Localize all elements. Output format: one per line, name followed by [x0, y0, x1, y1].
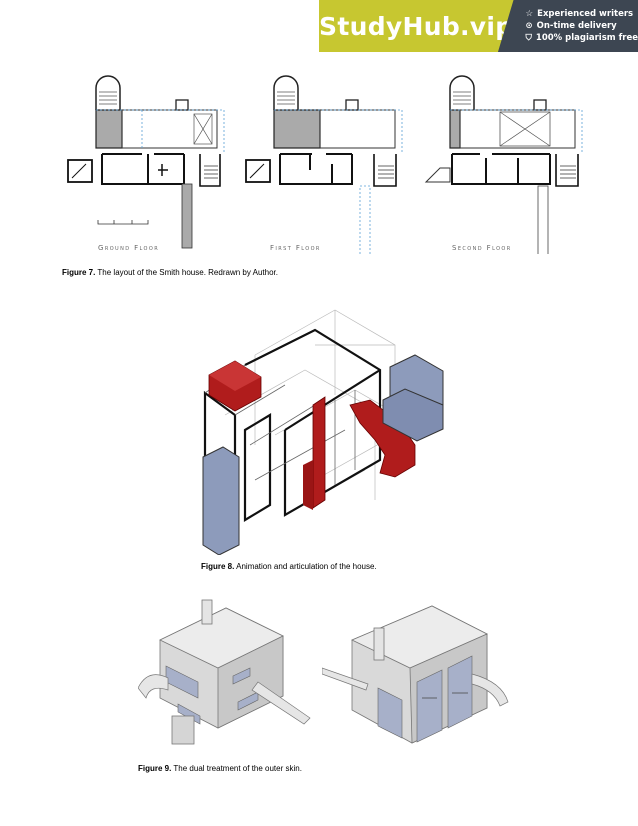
studyhub-banner[interactable]: StudyHub.vip ☆ Experienced writers ⊙ On-… [319, 0, 638, 52]
feature-list: ☆ Experienced writers ⊙ On-time delivery… [514, 0, 638, 52]
second-floor-drawing [424, 75, 583, 254]
star-icon: ☆ [525, 9, 534, 19]
caption-text: Animation and articulation of the house. [234, 562, 377, 571]
feature-text: Experienced writers [537, 9, 634, 19]
figure-number: Figure 8. [201, 562, 235, 571]
plan-label: Second Floor [452, 244, 512, 252]
first-floor-drawing [245, 75, 403, 254]
figure-number: Figure 9. [138, 764, 172, 773]
plan-label: First Floor [270, 244, 321, 252]
feature-item: ⊙ On-time delivery [526, 21, 638, 31]
figure7-caption: Figure 7. The layout of the Smith house.… [62, 268, 278, 277]
second-floor-plan: Second Floor [420, 74, 585, 254]
house-render-left [138, 599, 311, 745]
plan-label: Ground Floor [98, 244, 160, 252]
feature-item: ☆ Experienced writers [526, 9, 638, 19]
figure-number: Figure 7. [62, 268, 96, 277]
ground-floor-drawing [67, 75, 225, 249]
figure9-caption: Figure 9. The dual treatment of the oute… [138, 764, 302, 773]
axonometric-diagram [202, 309, 444, 555]
feature-text: On-time delivery [536, 21, 617, 31]
caption-text: The layout of the Smith house. Redrawn b… [95, 268, 278, 277]
shield-icon: ⛉ [525, 33, 532, 43]
feature-text: 100% plagiarism free [535, 33, 638, 43]
brand-logo[interactable]: StudyHub.vip [319, 0, 514, 52]
figure8-diagram [195, 305, 455, 555]
clock-icon: ⊙ [525, 21, 533, 31]
caption-text: The dual treatment of the outer skin. [171, 764, 302, 773]
ground-floor-plan: Ground Floor [62, 74, 227, 254]
figure8-caption: Figure 8. Animation and articulation of … [201, 562, 377, 571]
first-floor-plan: First Floor [240, 74, 405, 254]
feature-item: ⛉ 100% plagiarism free [526, 33, 638, 43]
figure9-render-left [138, 598, 313, 753]
house-render-right [322, 605, 509, 744]
figure9-render-right [322, 598, 512, 753]
